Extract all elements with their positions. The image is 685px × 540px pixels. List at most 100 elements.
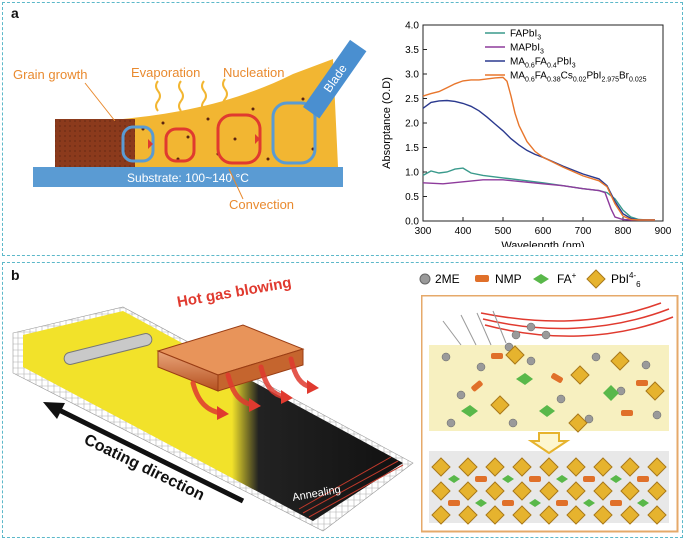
blade-coating-schematic: Substrate: 100~140 °C Blade Grain growth… (13, 39, 367, 212)
lattice-octahedron (458, 505, 478, 525)
lattice-octahedron (485, 481, 505, 501)
lattice-nmp (475, 476, 487, 482)
lattice-octahedron (512, 505, 532, 525)
lattice-octahedron (593, 457, 613, 477)
gas-flow-curves (480, 302, 674, 337)
panel-a: a Substrate: 100~140 (2, 2, 683, 256)
y-tick-label: 1.5 (405, 143, 419, 154)
y-tick-label: 4.0 (405, 21, 419, 32)
convection-label: Convection (229, 197, 294, 212)
lattice-fa-cation (448, 475, 460, 483)
x-tick-label: 700 (575, 226, 592, 237)
lattice-octahedron (647, 457, 667, 477)
legend-additive-label: NMP (495, 272, 522, 286)
chart-legend: FAPbI3MAPbI3MA0.6FA0.4PbI3MA0.6FA0.38Cs0… (485, 29, 647, 84)
series-line-1 (422, 167, 655, 221)
precursor-solution-region (429, 345, 669, 431)
legend-solvent-label: 2ME (435, 272, 460, 286)
panel-a-label: a (11, 5, 19, 21)
coating-direction-arrow (43, 402, 245, 504)
series-line-4 (422, 76, 655, 221)
lattice-octahedron (620, 457, 640, 477)
legend-entry-1: FAPbI3 (510, 29, 541, 42)
lattice-fa-cation (556, 475, 568, 483)
x-tick-label: 300 (415, 226, 432, 237)
x-tick-label: 400 (455, 226, 472, 237)
grain-growth-pointer (84, 82, 116, 122)
escaping-solvent-molecules (504, 322, 551, 352)
lattice-nmp (583, 476, 595, 482)
legend-entry-2: MAPbI3 (510, 43, 544, 56)
crystallization-mechanism-box (421, 295, 679, 533)
lattice-nmp (529, 476, 541, 482)
legend-entry-4: MA0.6FA0.38Cs0.02PbI2.975Br0.025 (510, 71, 647, 84)
species-legend: 2ME NMP FA+ PbI4-6 (419, 269, 641, 289)
y-tick-label: 3.5 (405, 45, 419, 56)
lattice-octahedron (620, 481, 640, 501)
lattice-octahedron (620, 505, 640, 525)
legend-cation-label: FA+ (557, 271, 577, 286)
hot-gas-coating-illustration: Hot gas blowing Annealing Coating direct… (12, 274, 414, 532)
lattice-octahedron (539, 481, 559, 501)
lattice-nmp (637, 476, 649, 482)
lattice-octahedron (566, 457, 586, 477)
lattice-fa-cation (502, 475, 514, 483)
lattice-octahedron (458, 457, 478, 477)
x-tick-label: 600 (535, 226, 552, 237)
solution-species (441, 345, 665, 433)
perovskite-lattice (431, 457, 667, 525)
y-tick-label: 2.0 (405, 119, 419, 130)
y-tick-label: 0.0 (405, 217, 419, 228)
chart-series-lines (422, 76, 655, 221)
legend-octahedron-label: PbI4-6 (611, 271, 641, 289)
convection-pointer (228, 168, 244, 200)
lattice-octahedron (458, 481, 478, 501)
substrate-label: Substrate: 100~140 °C (127, 171, 249, 185)
fa-cation-icon (533, 274, 549, 284)
lattice-fa-cation (583, 499, 595, 507)
legend-entry-3: MA0.6FA0.4PbI3 (510, 57, 576, 70)
coating-roller (63, 333, 153, 365)
evaporation-wavy-arrows (155, 78, 228, 112)
y-axis-label: Absorptance (O.D) (381, 77, 393, 169)
grain-growth-label: Grain growth (13, 67, 87, 82)
lattice-fa-cation (637, 499, 649, 507)
y-tick-label: 2.5 (405, 94, 419, 105)
y-tick-label: 3.0 (405, 70, 419, 81)
lattice-nmp (448, 500, 460, 506)
lattice-octahedron (593, 481, 613, 501)
substrate (33, 167, 343, 187)
lattice-fa-cation (475, 499, 487, 507)
x-axis-label: Wavelength (nm) (501, 240, 584, 247)
solution-meniscus (123, 59, 338, 167)
panel-b-label: b (11, 267, 20, 283)
lattice-octahedron (647, 481, 667, 501)
x-tick-label: 900 (655, 226, 672, 237)
nmp-icon (475, 275, 489, 282)
evaporation-label: Evaporation (131, 65, 200, 80)
lattice-octahedron (512, 457, 532, 477)
pbi6-octahedron-icon (586, 269, 606, 289)
x-tick-label: 500 (495, 226, 512, 237)
transition-arrow (527, 432, 571, 455)
lattice-octahedron (647, 505, 667, 525)
panel-b: b (2, 262, 683, 538)
gas-arrow-heads (217, 380, 319, 420)
lattice-octahedron (485, 457, 505, 477)
lattice-nmp (610, 500, 622, 506)
lattice-octahedron (485, 505, 505, 525)
solvent-icon (419, 273, 431, 285)
hot-gas-label: Hot gas blowing (176, 274, 293, 311)
lattice-fa-cation (610, 475, 622, 483)
lattice-octahedron (566, 505, 586, 525)
y-tick-label: 1.0 (405, 168, 419, 179)
heating-lines (298, 456, 404, 518)
lattice-octahedron (431, 481, 451, 501)
lattice-octahedron (539, 457, 559, 477)
series-line-2 (422, 179, 655, 221)
y-tick-label: 0.5 (405, 192, 419, 203)
lattice-fa-cation (529, 499, 541, 507)
lattice-octahedron (431, 505, 451, 525)
